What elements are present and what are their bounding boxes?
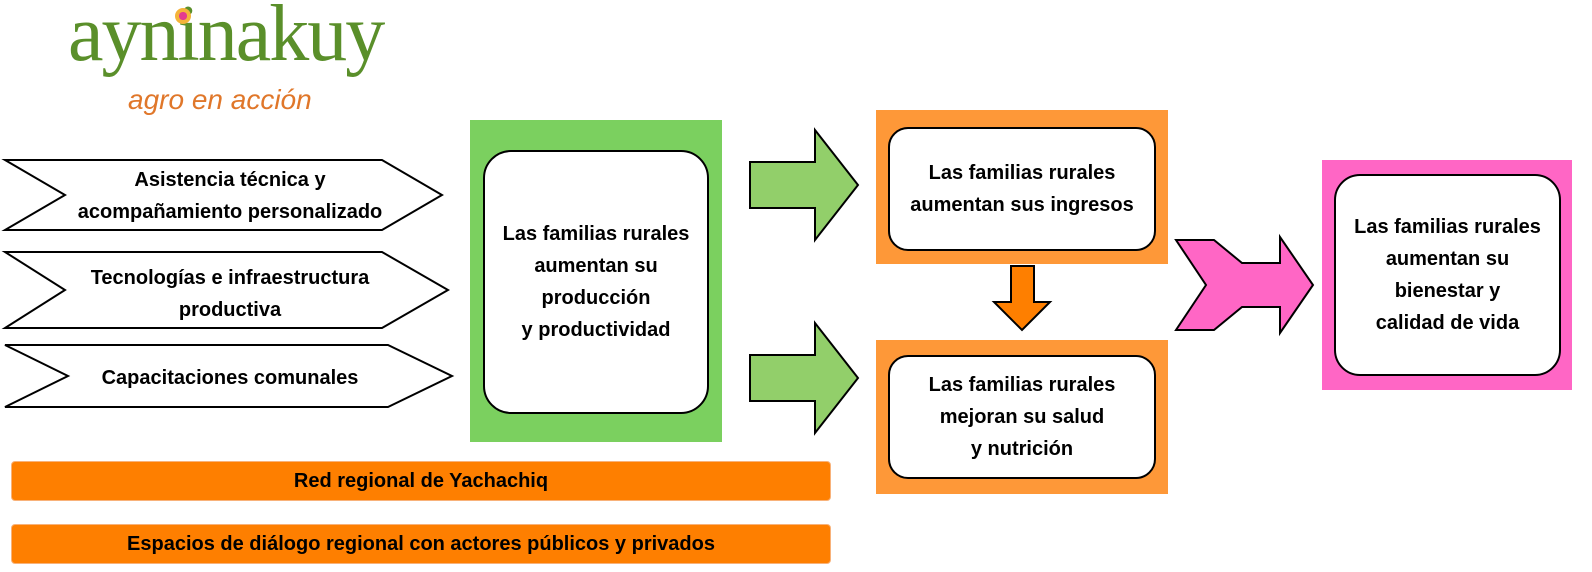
network-bar-label: Red regional de Yachachiq — [293, 469, 549, 492]
production-card: Las familias rurales aumentan su producc… — [483, 150, 709, 414]
production-line1: Las familias rurales — [502, 223, 690, 245]
input-label-2-line2: productiva — [178, 299, 282, 321]
income-card: Las familias rurales aumentan sus ingres… — [888, 127, 1156, 251]
input-label-2: Tecnologías e infraestructura productiva — [50, 263, 410, 325]
green-arrow-top — [749, 127, 860, 243]
production-line3: producción — [541, 287, 651, 309]
logo-wordmark: ayninakuy — [68, 0, 385, 78]
wellbeing-line1: Las familias rurales — [1354, 216, 1541, 238]
dialogue-bar: Espacios de diálogo regional con actores… — [11, 524, 831, 564]
health-line1: Las familias rurales — [928, 374, 1116, 396]
input-label-1-line1: Asistencia técnica y — [134, 169, 326, 191]
green-arrow-bottom — [749, 320, 860, 436]
income-line2: aumentan sus ingresos — [910, 194, 1134, 216]
logo-flower-icon — [175, 8, 191, 24]
input-chevron-3 — [4, 344, 455, 408]
input-label-1-line2: acompañamiento personalizado — [77, 201, 383, 223]
network-bar: Red regional de Yachachiq — [11, 461, 831, 501]
pink-merge-arrow — [1174, 233, 1315, 337]
orange-down-arrow — [991, 265, 1053, 332]
logo-tagline: agro en acción — [128, 84, 312, 115]
input-label-3-line1: Capacitaciones comunales — [101, 367, 359, 389]
wellbeing-line3: bienestar y — [1394, 280, 1501, 302]
dialogue-bar-label: Espacios de diálogo regional con actores… — [127, 532, 715, 555]
input-chevron-2 — [1, 251, 451, 329]
wellbeing-line4: calidad de vida — [1375, 312, 1520, 334]
wellbeing-line2: aumentan su — [1385, 248, 1510, 270]
health-card: Las familias rurales mejoran su salud y … — [888, 355, 1156, 479]
wellbeing-card: Las familias rurales aumentan su bienest… — [1334, 174, 1561, 376]
input-chevron-1 — [1, 159, 444, 231]
production-line2: aumentan su — [534, 255, 658, 277]
input-label-3: Capacitaciones comunales — [40, 360, 420, 396]
income-line1: Las familias rurales — [928, 162, 1116, 184]
input-label-2-line1: Tecnologías e infraestructura — [90, 267, 370, 289]
health-line2: mejoran su salud — [939, 406, 1105, 428]
health-line3: y nutrición — [970, 438, 1074, 460]
production-line4: y productividad — [521, 319, 671, 341]
ayninakuy-logo: ayninakuy agro en acción — [0, 0, 400, 130]
input-label-1: Asistencia técnica y acompañamiento pers… — [50, 165, 410, 227]
